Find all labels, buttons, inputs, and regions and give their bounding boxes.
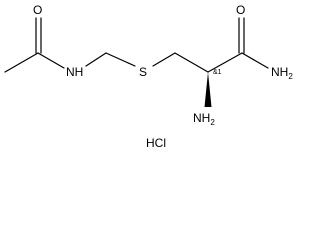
bond-carbonyl-nh2 [241,52,269,69]
bond-n-ch2 [85,52,107,67]
molecule-structure: O NH S O NH2 NH2 &1 HCl [4,3,293,150]
wedge-bond [204,72,212,107]
bond-ch2-s [105,52,136,67]
bond-carbonyl-n [37,52,65,69]
salt-label: HCl [146,136,166,150]
bond-s-ch2 [152,52,176,67]
bond-ch2-ch [174,52,209,73]
atom-nh2-amine: NH2 [193,111,215,127]
atom-o-acetyl: O [33,3,42,17]
bond-methyl-carbonyl [4,52,39,73]
atom-nh2-amide: NH2 [271,65,293,81]
atom-sulfur: S [139,65,147,79]
atom-o-carbonyl: O [236,3,245,17]
bond-ch-carbonyl [207,52,243,73]
stereo-label: &1 [213,69,222,76]
atom-nh-amide: NH [66,65,83,79]
